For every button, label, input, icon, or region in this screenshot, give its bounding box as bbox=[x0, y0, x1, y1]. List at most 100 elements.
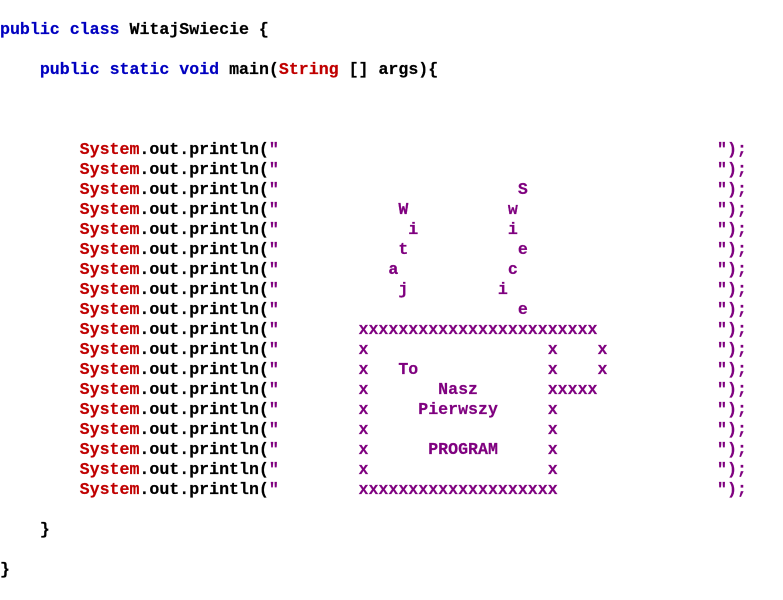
open-quote: " bbox=[268, 360, 279, 379]
open-quote: " bbox=[268, 160, 279, 179]
println-call: .out.println( bbox=[139, 480, 269, 499]
closing-brace: } bbox=[0, 560, 10, 579]
method-name: main( bbox=[229, 60, 279, 79]
open-quote: " bbox=[268, 440, 279, 459]
println-call: .out.println( bbox=[139, 400, 269, 419]
open-quote: " bbox=[268, 480, 279, 499]
open-quote: " bbox=[268, 460, 279, 479]
system-class: System bbox=[79, 420, 140, 439]
println-line: System.out.println(" x x "); bbox=[0, 460, 783, 480]
println-line: System.out.println(" j i "); bbox=[0, 280, 783, 300]
open-quote: " bbox=[268, 260, 279, 279]
system-class: System bbox=[79, 340, 140, 359]
string-content: e bbox=[278, 300, 528, 319]
method-close: } bbox=[0, 520, 783, 540]
println-line: System.out.println(" "); bbox=[0, 160, 783, 180]
string-content: i i bbox=[278, 220, 518, 239]
println-line: System.out.println(" x Pierwszy x "); bbox=[0, 400, 783, 420]
system-class: System bbox=[79, 440, 140, 459]
string-content: j i bbox=[278, 280, 508, 299]
println-call: .out.println( bbox=[139, 300, 269, 319]
string-content: x PROGRAM x bbox=[278, 440, 558, 459]
open-quote: " bbox=[268, 240, 279, 259]
keyword-void: void bbox=[179, 60, 220, 79]
open-quote: " bbox=[268, 280, 279, 299]
system-class: System bbox=[79, 300, 140, 319]
string-content: x Nasz xxxxx bbox=[278, 380, 598, 399]
string-content: xxxxxxxxxxxxxxxxxxxx bbox=[278, 480, 558, 499]
system-class: System bbox=[79, 160, 140, 179]
println-call: .out.println( bbox=[139, 160, 269, 179]
close-quote: "); bbox=[716, 180, 747, 199]
open-quote: " bbox=[268, 300, 279, 319]
open-quote: " bbox=[268, 340, 279, 359]
close-quote: "); bbox=[716, 460, 747, 479]
keyword-class: class bbox=[69, 20, 120, 39]
println-line: System.out.println(" i i"); bbox=[0, 220, 783, 240]
close-quote: "); bbox=[716, 280, 747, 299]
close-quote: "); bbox=[716, 240, 747, 259]
method-declaration: public static void main(String [] args){ bbox=[0, 60, 783, 80]
println-line: System.out.println(" xxxxxxxxxxxxxxxxxxx… bbox=[0, 480, 783, 500]
blank-line bbox=[0, 100, 783, 120]
open-quote: " bbox=[268, 400, 279, 419]
open-quote: " bbox=[268, 180, 279, 199]
close-quote: "); bbox=[716, 380, 747, 399]
string-content: W w bbox=[278, 200, 518, 219]
open-quote: " bbox=[268, 420, 279, 439]
system-class: System bbox=[79, 140, 140, 159]
println-line: System.out.println(" x x x"); bbox=[0, 340, 783, 360]
println-call: .out.println( bbox=[139, 440, 269, 459]
open-quote: " bbox=[268, 320, 279, 339]
println-line: System.out.println(" S"); bbox=[0, 180, 783, 200]
closing-brace: } bbox=[39, 520, 50, 539]
println-call: .out.println( bbox=[139, 460, 269, 479]
close-quote: "); bbox=[716, 160, 747, 179]
system-class: System bbox=[79, 220, 140, 239]
close-quote: "); bbox=[716, 200, 747, 219]
system-class: System bbox=[79, 320, 140, 339]
open-quote: " bbox=[268, 140, 279, 159]
string-content: xxxxxxxxxxxxxxxxxxxxxxxx bbox=[278, 320, 598, 339]
println-call: .out.println( bbox=[139, 360, 269, 379]
println-call: .out.println( bbox=[139, 200, 269, 219]
println-line: System.out.println(" "); bbox=[0, 140, 783, 160]
close-quote: "); bbox=[716, 400, 747, 419]
println-call: .out.println( bbox=[139, 260, 269, 279]
println-block: System.out.println(""); System.out.print… bbox=[0, 140, 783, 500]
system-class: System bbox=[79, 380, 140, 399]
string-content: x Pierwszy x bbox=[278, 400, 558, 419]
class-declaration: public class WitajSwiecie { bbox=[0, 20, 783, 40]
string-content: x x bbox=[278, 460, 558, 479]
param-type: String bbox=[278, 60, 339, 79]
system-class: System bbox=[79, 460, 140, 479]
println-line: System.out.println(" xxxxxxxxxxxxxxxxxxx… bbox=[0, 320, 783, 340]
class-name: WitajSwiecie { bbox=[129, 20, 269, 39]
system-class: System bbox=[79, 280, 140, 299]
println-call: .out.println( bbox=[139, 220, 269, 239]
close-quote: "); bbox=[716, 440, 747, 459]
println-call: .out.println( bbox=[139, 240, 269, 259]
close-quote: "); bbox=[716, 260, 747, 279]
close-quote: "); bbox=[716, 140, 747, 159]
class-close: } bbox=[0, 560, 783, 580]
println-call: .out.println( bbox=[139, 420, 269, 439]
open-quote: " bbox=[268, 220, 279, 239]
println-call: .out.println( bbox=[139, 140, 269, 159]
close-quote: "); bbox=[716, 360, 747, 379]
string-content: x x x bbox=[278, 340, 608, 359]
println-line: System.out.println(" a c "); bbox=[0, 260, 783, 280]
system-class: System bbox=[79, 360, 140, 379]
keyword-static: static bbox=[109, 60, 170, 79]
open-quote: " bbox=[268, 200, 279, 219]
println-line: System.out.println(" x Nasz xxxxx"); bbox=[0, 380, 783, 400]
keyword-public: public bbox=[0, 20, 60, 39]
system-class: System bbox=[79, 260, 140, 279]
string-content: a c bbox=[278, 260, 518, 279]
println-call: .out.println( bbox=[139, 280, 269, 299]
println-line: System.out.println(" x PROGRAM x "); bbox=[0, 440, 783, 460]
close-quote: "); bbox=[716, 420, 747, 439]
system-class: System bbox=[79, 400, 140, 419]
println-call: .out.println( bbox=[139, 380, 269, 399]
